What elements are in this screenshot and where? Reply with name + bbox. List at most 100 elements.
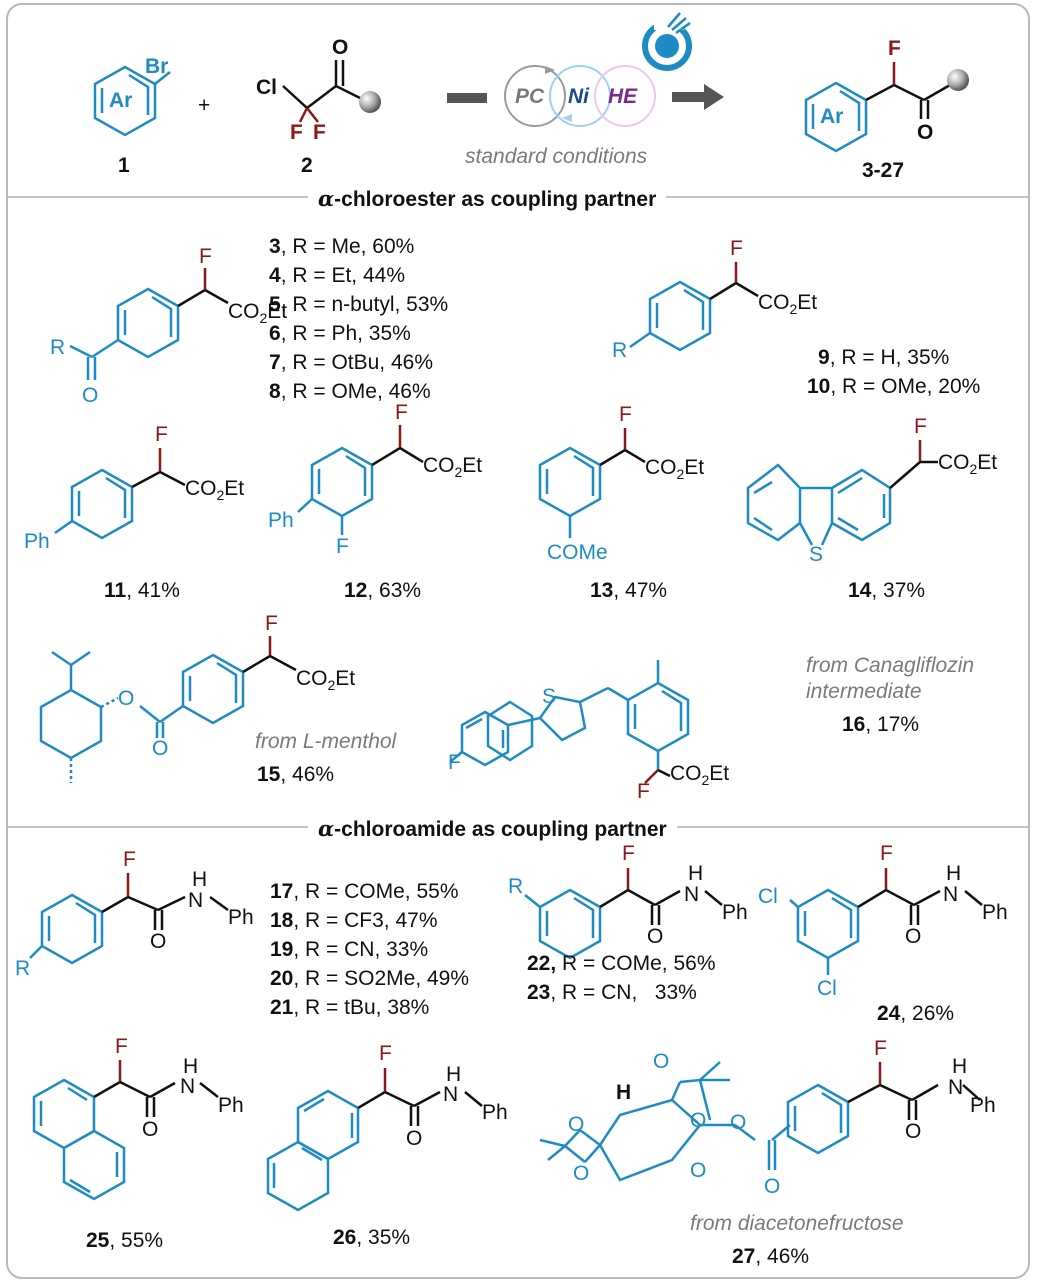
compound-number: 20: [270, 967, 294, 990]
product-carbonyl-o-label: O: [917, 121, 934, 144]
ester-subscript: 2: [701, 772, 710, 789]
aryl-fluoro-label: F: [448, 751, 461, 774]
compound-yield: , R = Me, 60%: [280, 235, 415, 258]
ester-subscript: 2: [259, 310, 268, 327]
ester-subscript: 2: [789, 301, 798, 318]
ester-label: CO2Et: [758, 292, 817, 316]
chloro-label: Cl: [758, 885, 778, 908]
amide-o-label: O: [647, 925, 664, 948]
compound-17-21-structure: [29, 873, 229, 965]
compound-1-number: 1: [118, 154, 130, 177]
acetyl-label: COMe: [547, 541, 608, 564]
amide-h-label: H: [192, 868, 208, 891]
ester-co: CO: [423, 454, 455, 477]
reagent-2-structure: [282, 60, 363, 123]
ni-label: Ni: [568, 85, 589, 108]
compound-16-caption: 16, 17%: [842, 714, 919, 735]
compound-number: 7: [269, 351, 281, 374]
amide-o-label: O: [905, 1120, 922, 1143]
ester-label: CO2Et: [228, 301, 287, 325]
canagliflozin-source-note-line2: intermediate: [806, 680, 922, 703]
fluoro-label-1: F: [290, 121, 303, 144]
pc-label: PC: [515, 85, 545, 108]
series-17-21-list: 17, R = COMe, 55% 18, R = CF3, 47% 19, R…: [270, 880, 469, 1025]
fluoro-label: F: [395, 401, 408, 424]
compound-number: 5: [269, 293, 281, 316]
compound-26-structure: [266, 1068, 483, 1212]
diacetonefructose-source-note: from diacetonefructose: [690, 1212, 904, 1235]
compound-yield: , R = CN, 33%: [550, 981, 697, 1004]
ester-subscript: 2: [676, 466, 685, 483]
compound-15-caption: 15, 46%: [257, 764, 334, 785]
plus-sign: +: [198, 94, 211, 117]
chloro-label: Cl: [817, 977, 837, 1000]
compound-number: 10: [807, 375, 831, 398]
series-17-21-row: 19, R = CN, 33%: [270, 938, 469, 967]
fluoro-label: F: [199, 245, 212, 268]
amide-o-label: O: [905, 925, 922, 948]
fluoro-label: F: [619, 403, 632, 426]
dioxolane-o-label: O: [690, 1109, 707, 1132]
canagliflozin-source-note: from Canagliflozin: [806, 654, 975, 677]
amide-h-label: H: [688, 862, 704, 885]
ester-et: Et: [224, 477, 245, 500]
series-17-21-row: 21, R = tBu, 38%: [270, 996, 469, 1025]
fluoro-label: F: [730, 237, 743, 260]
compound-15-structure: [39, 636, 297, 783]
compound-number: 6: [269, 322, 281, 345]
ester-label: CO2Et: [296, 668, 355, 692]
amide-n-label: N: [948, 1076, 964, 1099]
compound-13-structure: [538, 428, 646, 538]
fluoro-label: F: [914, 415, 927, 438]
phenyl-label: Ph: [268, 509, 294, 532]
compound-number: 26: [333, 1226, 357, 1249]
alpha-symbol: α: [318, 186, 335, 211]
product-ar-ring-label: Ar: [820, 105, 844, 128]
compound-yield: , R = CF3, 47%: [293, 909, 438, 932]
series-22-23-row: 23, R = CN, 33%: [527, 981, 716, 1010]
fluoro-label: F: [379, 1042, 392, 1065]
ester-et: Et: [977, 451, 998, 474]
fluoro-label: F: [637, 780, 650, 803]
compound-yield: , 26%: [900, 1002, 955, 1025]
series-17-21-row: 17, R = COMe, 55%: [270, 880, 469, 909]
compound-yield: , 47%: [613, 579, 668, 602]
compound-26-caption: 26, 35%: [333, 1227, 410, 1248]
compound-3-8-structure: [69, 268, 229, 380]
r-group-label: R: [15, 957, 31, 980]
compound-14-caption: 14, 37%: [848, 580, 925, 601]
fluoro-label: F: [265, 612, 278, 635]
compound-yield: , R = OMe, 46%: [280, 380, 431, 403]
amide-section-title-text: -chloroamide as coupling partner: [334, 818, 667, 841]
compound-24-structure: [789, 868, 983, 975]
amide-h-label: H: [446, 1063, 462, 1086]
yields-arrow-dash: [447, 93, 487, 103]
ester-label: CO2Et: [670, 763, 729, 787]
series-3-8-row: 6, R = Ph, 35%: [269, 322, 448, 351]
compound-number: 9: [818, 346, 830, 369]
reagent-1-structure: [93, 65, 171, 137]
compound-14-structure: [746, 440, 938, 546]
compound-27-caption: 27, 46%: [732, 1246, 809, 1267]
compound-yield: , 55%: [109, 1229, 164, 1252]
amide-o-label: O: [150, 930, 167, 953]
compound-number: 11: [104, 579, 127, 602]
compound-11-structure: [54, 448, 186, 540]
compound-24-caption: 24, 26%: [877, 1003, 954, 1024]
compound-yield: , 35%: [356, 1226, 411, 1249]
compound-yield: , R = H, 35%: [829, 346, 950, 369]
compound-number: 21: [270, 996, 294, 1019]
alpha-symbol: α: [318, 816, 335, 841]
compound-number: 8: [269, 380, 281, 403]
ester-co: CO: [296, 667, 328, 690]
phenyl-label: Ph: [218, 1094, 244, 1117]
carbonyl-o-label: O: [152, 737, 169, 760]
ester-co: CO: [228, 300, 260, 323]
compound-yield: , 17%: [865, 713, 920, 736]
menthol-source-note: from L-menthol: [255, 730, 397, 753]
standard-conditions-label: standard conditions: [465, 145, 648, 168]
series-17-21-row: 18, R = CF3, 47%: [270, 909, 469, 938]
ester-subscript: 2: [216, 487, 225, 504]
compound-number: 23: [527, 981, 551, 1004]
phenyl-label: Ph: [24, 530, 50, 553]
